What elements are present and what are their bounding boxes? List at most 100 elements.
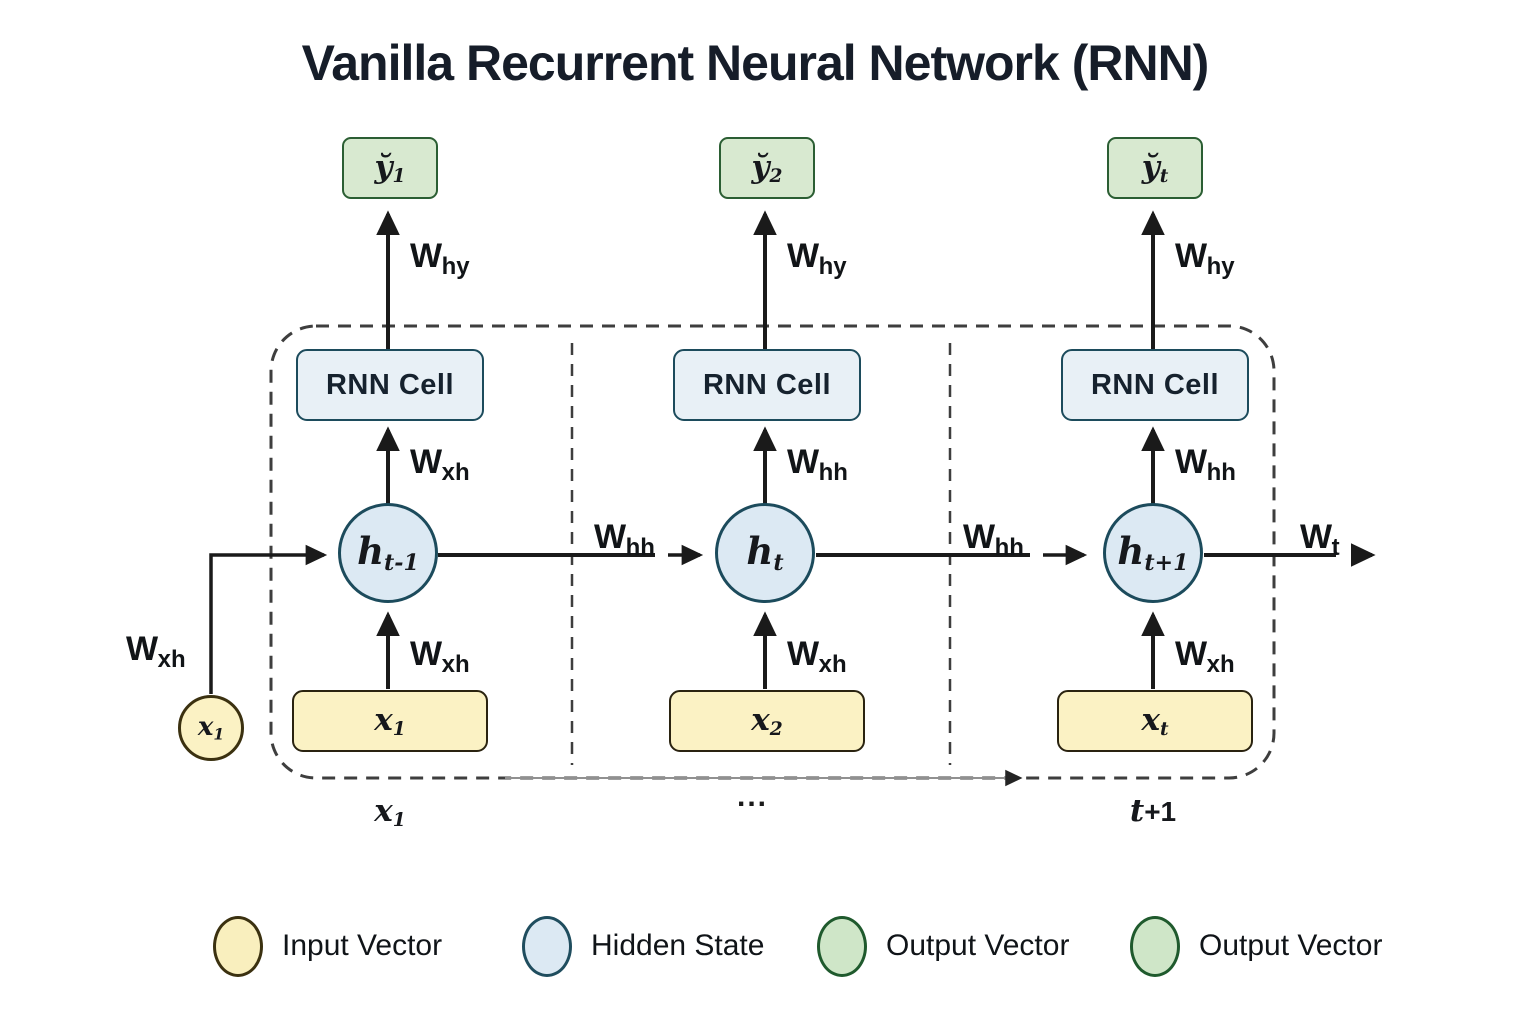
hidden-state-3: ht+1 bbox=[1103, 503, 1203, 603]
legend-label-output-vector-1: Output Vector bbox=[886, 929, 1070, 962]
legend-label-input-vector: Input Vector bbox=[282, 929, 443, 962]
label-base: W bbox=[1175, 635, 1207, 673]
input-label-3: xt bbox=[1141, 702, 1168, 740]
label-base: W bbox=[1175, 237, 1207, 275]
label-sub: t-1 bbox=[384, 550, 419, 577]
rnn-cell-1: RNN Cell bbox=[296, 349, 484, 421]
output-label-3: y̆t bbox=[1142, 149, 1169, 187]
label-base: W bbox=[410, 635, 442, 673]
weight-label-wxh-input-3: Wxh bbox=[1175, 635, 1235, 679]
weight-label-wxh-cell-1: Wxh bbox=[410, 443, 470, 487]
label-base: W bbox=[787, 237, 819, 275]
initial-input-label: x1 bbox=[198, 712, 224, 743]
weight-label-wt-out: Wt bbox=[1300, 518, 1340, 562]
legend-label-hidden-state: Hidden State bbox=[591, 929, 765, 962]
label-sub: 1 bbox=[213, 724, 225, 744]
weight-label-whh-rec-2: Whh bbox=[963, 518, 1024, 562]
label-sub: hh bbox=[818, 459, 848, 486]
label-base: W bbox=[1300, 518, 1332, 556]
output-label-2: y̆2 bbox=[752, 149, 783, 187]
weight-label-why-1: Why bbox=[410, 237, 470, 281]
label-sub: xh bbox=[818, 651, 847, 678]
weight-label-wxh-input-1: Wxh bbox=[410, 635, 470, 679]
label-sub: t bbox=[1331, 534, 1340, 561]
label-suffix: +1 bbox=[1144, 796, 1177, 827]
label-base: x bbox=[374, 701, 393, 738]
label-sub: 2 bbox=[769, 719, 783, 741]
rnn-cell-2: RNN Cell bbox=[673, 349, 861, 421]
label-base: y̆ bbox=[374, 148, 393, 185]
input-box-3: xt bbox=[1057, 690, 1253, 752]
label-base: x bbox=[751, 701, 770, 738]
label-base: h bbox=[357, 529, 384, 574]
label-sub: 1 bbox=[392, 166, 406, 188]
label-sub: xh bbox=[1206, 651, 1235, 678]
label-sub: hh bbox=[994, 534, 1024, 561]
input-vector-swatch bbox=[213, 915, 263, 977]
hidden-label-1: ht-1 bbox=[357, 529, 419, 576]
label-base: y̆ bbox=[751, 148, 770, 185]
timestep-ellipsis: ... bbox=[737, 780, 769, 813]
label-base: h bbox=[1117, 529, 1145, 574]
label-sub: t bbox=[1159, 719, 1169, 741]
label-sub: t+1 bbox=[1144, 550, 1189, 577]
label-sub: 1 bbox=[392, 810, 406, 832]
arrow-left-input bbox=[209, 544, 328, 694]
label-sub: xh bbox=[441, 459, 470, 486]
label-sub: xh bbox=[441, 651, 470, 678]
legend-item-hidden-state: Hidden State bbox=[522, 914, 764, 978]
weight-label-whh-rec-1: Whh bbox=[594, 518, 655, 562]
label-base: h bbox=[746, 529, 774, 574]
output-label-1: y̆1 bbox=[375, 149, 406, 187]
label-sub: hy bbox=[818, 253, 847, 280]
legend-item-output-vector-1: Output Vector bbox=[817, 914, 1069, 978]
weight-label-why-2: Why bbox=[787, 237, 847, 281]
weight-label-wxh-input-2: Wxh bbox=[787, 635, 847, 679]
timestep-label-last: t+1 bbox=[1108, 793, 1198, 829]
label-sub: xh bbox=[157, 646, 186, 673]
output-box-2: y̆2 bbox=[719, 137, 815, 199]
legend-item-input-vector: Input Vector bbox=[213, 914, 442, 978]
hidden-state-1: ht-1 bbox=[338, 503, 438, 603]
initial-input-node: x1 bbox=[178, 695, 244, 761]
legend-item-output-vector-2: Output Vector bbox=[1130, 914, 1382, 978]
label-sub: hy bbox=[441, 253, 470, 280]
label-sub: t bbox=[1159, 166, 1169, 188]
label-sub: hy bbox=[1206, 253, 1235, 280]
label-base: x bbox=[374, 793, 393, 829]
weight-label-whh-cell-3: Whh bbox=[1175, 443, 1236, 487]
input-label-2: x2 bbox=[751, 702, 782, 740]
label-base: W bbox=[126, 630, 158, 668]
rnn-cell-3: RNN Cell bbox=[1061, 349, 1249, 421]
label-base: W bbox=[410, 237, 442, 275]
input-label-1: x1 bbox=[374, 702, 405, 740]
weight-label-wxh-left: Wxh bbox=[126, 630, 186, 674]
label-sub: 1 bbox=[392, 719, 406, 741]
hidden-label-3: ht+1 bbox=[1117, 529, 1188, 576]
label-sub: 2 bbox=[769, 166, 783, 188]
label-base: x bbox=[1141, 701, 1160, 738]
hidden-state-swatch bbox=[522, 915, 572, 977]
output-vector-swatch-1 bbox=[817, 915, 867, 977]
input-box-2: x2 bbox=[669, 690, 865, 752]
diagram-title: Vanilla Recurrent Neural Network (RNN) bbox=[301, 35, 1210, 91]
weight-label-whh-cell-2: Whh bbox=[787, 443, 848, 487]
output-box-1: y̆1 bbox=[342, 137, 438, 199]
label-base: W bbox=[787, 443, 819, 481]
timestep-label-1: x1 bbox=[345, 793, 435, 831]
label-sub: t bbox=[773, 550, 784, 577]
label-sub: hh bbox=[1206, 459, 1236, 486]
hidden-label-2: ht bbox=[746, 529, 783, 576]
label-base: W bbox=[963, 518, 995, 556]
label-base: W bbox=[410, 443, 442, 481]
input-box-1: x1 bbox=[292, 690, 488, 752]
hidden-state-2: ht bbox=[715, 503, 815, 603]
output-box-3: y̆t bbox=[1107, 137, 1203, 199]
weight-label-why-3: Why bbox=[1175, 237, 1235, 281]
label-base: W bbox=[787, 635, 819, 673]
label-base: W bbox=[594, 518, 626, 556]
label-base: x bbox=[197, 712, 214, 743]
label-base: y̆ bbox=[1141, 148, 1160, 185]
legend-label-output-vector-2: Output Vector bbox=[1199, 929, 1383, 962]
